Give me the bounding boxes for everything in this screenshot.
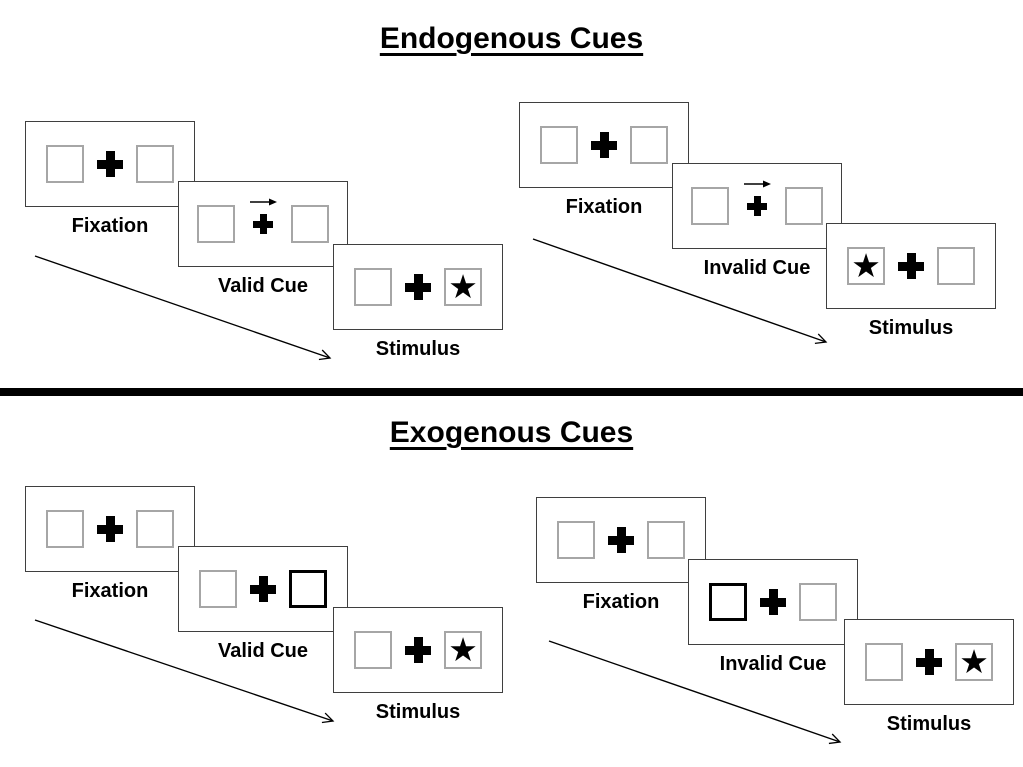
fixation-cross-icon	[747, 196, 767, 216]
left-placeholder-box	[540, 126, 578, 164]
fixation-cross-icon	[608, 527, 634, 553]
right-placeholder-box	[799, 583, 837, 621]
left-placeholder-box	[354, 268, 392, 306]
fixation-cross-icon	[253, 214, 273, 234]
panel-label: Fixation	[582, 591, 660, 613]
panel-label: Fixation	[565, 196, 643, 218]
fixation-cross-icon	[591, 132, 617, 158]
fixation-panel	[536, 497, 706, 583]
right-placeholder-box	[630, 126, 668, 164]
panel-label: Stimulus	[868, 317, 954, 339]
valid-cue-panel	[178, 546, 348, 632]
fixation-panel	[25, 486, 195, 572]
right-placeholder-box	[937, 247, 975, 285]
fixation-cross-icon	[405, 274, 431, 300]
sequence-arrow-exogenous-valid	[34, 619, 335, 724]
fixation-cross-icon	[97, 516, 123, 542]
fixation-cross-icon	[898, 253, 924, 279]
left-placeholder-box	[197, 205, 235, 243]
left-placeholder-box	[557, 521, 595, 559]
fixation-cross-icon	[760, 589, 786, 615]
fixation-panel	[519, 102, 689, 188]
panel-label: Valid Cue	[217, 640, 309, 662]
right-arrow-icon	[250, 198, 277, 206]
right-target-box: ★	[444, 631, 482, 669]
exogenous-section-title: Exogenous Cues	[389, 416, 634, 449]
left-placeholder-box	[354, 631, 392, 669]
fixation-cross-icon	[250, 576, 276, 602]
star-stimulus-icon: ★	[448, 267, 478, 305]
right-placeholder-box	[785, 187, 823, 225]
stimulus-panel: ★	[826, 223, 996, 309]
panel-label: Valid Cue	[217, 275, 309, 297]
invalid-cue-panel	[672, 163, 842, 249]
right-target-box: ★	[444, 268, 482, 306]
panel-label: Fixation	[71, 215, 149, 237]
section-divider	[0, 388, 1023, 396]
fixation-cross-icon	[916, 649, 942, 675]
panel-label: Stimulus	[375, 338, 461, 360]
panel-label: Stimulus	[886, 713, 972, 735]
right-bold-cue-box	[289, 570, 327, 608]
panel-label: Stimulus	[375, 701, 461, 723]
fixation-cross-icon	[97, 151, 123, 177]
stimulus-panel: ★	[333, 607, 503, 693]
star-stimulus-icon: ★	[851, 246, 881, 284]
left-bold-cue-box	[709, 583, 747, 621]
star-stimulus-icon: ★	[959, 642, 989, 680]
left-target-box: ★	[847, 247, 885, 285]
sequence-arrow-endogenous-invalid	[532, 238, 828, 345]
left-placeholder-box	[691, 187, 729, 225]
central-cue	[742, 180, 772, 219]
fixation-cross-icon	[405, 637, 431, 663]
left-placeholder-box	[46, 510, 84, 548]
endogenous-section-title: Endogenous Cues	[379, 22, 644, 55]
right-placeholder-box	[291, 205, 329, 243]
sequence-arrow-endogenous-valid	[34, 255, 332, 361]
panel-label: Invalid Cue	[703, 257, 811, 279]
panel-label: Fixation	[71, 580, 149, 602]
right-placeholder-box	[136, 510, 174, 548]
panel-label: Invalid Cue	[719, 653, 827, 675]
left-placeholder-box	[865, 643, 903, 681]
right-placeholder-box	[136, 145, 174, 183]
star-stimulus-icon: ★	[448, 630, 478, 668]
valid-cue-panel	[178, 181, 348, 267]
left-placeholder-box	[46, 145, 84, 183]
right-target-box: ★	[955, 643, 993, 681]
right-placeholder-box	[647, 521, 685, 559]
invalid-cue-panel	[688, 559, 858, 645]
right-arrow-icon	[744, 180, 771, 188]
stimulus-panel: ★	[333, 244, 503, 330]
central-cue	[248, 198, 278, 237]
left-placeholder-box	[199, 570, 237, 608]
sequence-arrow-exogenous-invalid	[548, 640, 842, 745]
stimulus-panel: ★	[844, 619, 1014, 705]
fixation-panel	[25, 121, 195, 207]
